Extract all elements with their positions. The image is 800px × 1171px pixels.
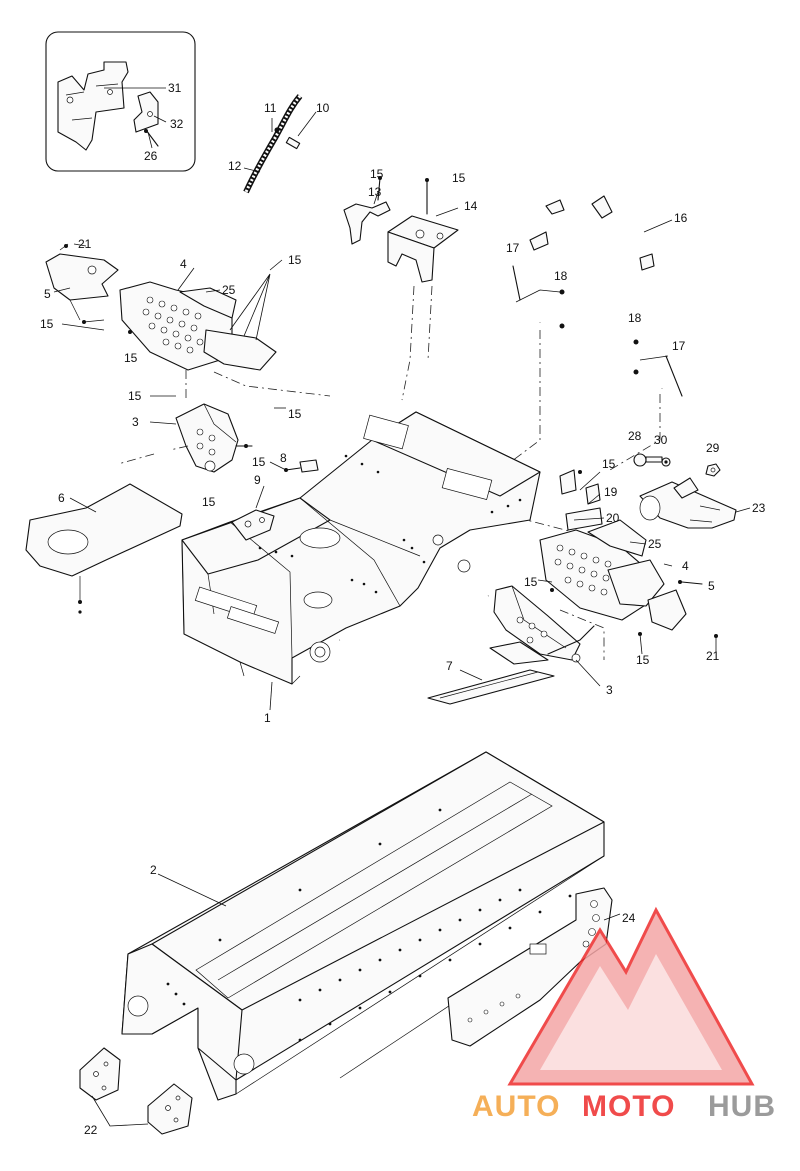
callout-17: 17 xyxy=(672,339,686,353)
callout-5: 5 xyxy=(708,579,715,593)
callout-labels: 1 2 3 3 4 4 5 5 6 7 8 9 10 11 12 13 14 1… xyxy=(40,81,766,1137)
callout-15: 15 xyxy=(124,351,138,365)
callout-15: 15 xyxy=(602,457,616,471)
callout-5: 5 xyxy=(44,287,51,301)
callout-6: 6 xyxy=(58,491,65,505)
bracket-3-right xyxy=(489,585,595,665)
callout-17: 17 xyxy=(506,241,520,255)
inset-detail-box xyxy=(45,31,196,172)
callout-31: 31 xyxy=(168,81,182,95)
callout-15: 15 xyxy=(524,575,538,589)
watermark-text-auto: AUTO xyxy=(472,1090,560,1123)
callout-24: 24 xyxy=(622,911,636,925)
callout-26: 26 xyxy=(144,149,158,163)
pan-6 xyxy=(25,483,183,614)
bumper-23 xyxy=(639,477,737,529)
callout-15: 15 xyxy=(288,253,302,267)
cable-assembly xyxy=(243,94,303,194)
callout-20: 20 xyxy=(606,511,620,525)
callout-8: 8 xyxy=(280,451,287,465)
callout-25: 25 xyxy=(648,537,662,551)
callout-16: 16 xyxy=(674,211,688,225)
callout-15: 15 xyxy=(370,167,384,181)
callout-4: 4 xyxy=(682,559,689,573)
callout-29: 29 xyxy=(706,441,720,455)
hoop-16 xyxy=(512,195,683,397)
hardware-28-30-29 xyxy=(633,453,721,477)
callout-3: 3 xyxy=(606,683,613,697)
callout-18: 18 xyxy=(628,311,642,325)
callout-15: 15 xyxy=(128,389,142,403)
rail-7 xyxy=(427,669,555,705)
callout-22: 22 xyxy=(84,1123,98,1137)
bracket-9 xyxy=(231,509,275,541)
callout-21: 21 xyxy=(706,649,720,663)
callout-19: 19 xyxy=(604,485,618,499)
callout-28: 28 xyxy=(628,429,642,443)
callout-1: 1 xyxy=(264,711,271,725)
watermark-text-moto: MOTO xyxy=(582,1090,675,1123)
callout-11: 11 xyxy=(264,101,277,115)
bracket-8 xyxy=(284,459,319,473)
bracket-13 xyxy=(343,176,391,245)
callout-15: 15 xyxy=(252,455,266,469)
callout-21: 21 xyxy=(78,237,92,251)
front-left-assembly xyxy=(45,243,277,371)
callout-2: 2 xyxy=(150,863,157,877)
watermark-logo: AUTO MOTO HUB xyxy=(472,906,776,1123)
callout-10: 10 xyxy=(316,101,330,115)
callout-15: 15 xyxy=(202,495,216,509)
plates-22 xyxy=(79,1047,193,1135)
tunnel-2 xyxy=(121,751,605,1101)
callout-4: 4 xyxy=(180,257,187,271)
callout-23: 23 xyxy=(752,501,766,515)
front-right-assembly xyxy=(539,469,718,638)
callout-15: 15 xyxy=(636,653,650,667)
callout-3: 3 xyxy=(132,415,139,429)
bracket-3-left xyxy=(175,403,253,473)
callout-15: 15 xyxy=(452,171,466,185)
callout-15: 15 xyxy=(288,407,302,421)
callout-18: 18 xyxy=(554,269,568,283)
callout-30: 30 xyxy=(654,433,668,447)
callout-7: 7 xyxy=(446,659,453,673)
callout-13: 13 xyxy=(368,185,382,199)
callout-14: 14 xyxy=(464,199,478,213)
callout-9: 9 xyxy=(254,473,261,487)
callout-12: 12 xyxy=(228,159,242,173)
bracket-14 xyxy=(387,178,459,283)
watermark-text-hub: HUB xyxy=(708,1090,776,1123)
callout-32: 32 xyxy=(170,117,184,131)
callout-15: 15 xyxy=(40,317,54,331)
callout-25: 25 xyxy=(222,283,236,297)
leader-lines xyxy=(53,87,751,1127)
chassis-frame-1 xyxy=(181,411,541,685)
